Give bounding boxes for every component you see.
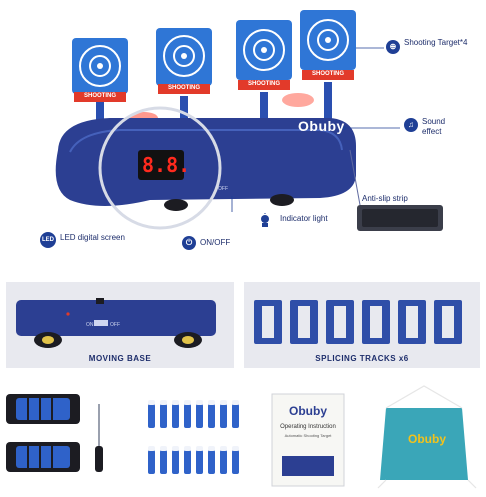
bag-brand: Obuby <box>408 432 446 446</box>
accessories: Obuby Operating Instruction Automatic Sh… <box>0 380 486 492</box>
indicator-light-icon <box>259 213 271 229</box>
target-label: SHOOTING <box>167 85 200 91</box>
target-label: SHOOTING <box>83 93 116 99</box>
manual-title: Operating Instruction <box>280 424 336 430</box>
led-display: 8.8. <box>142 153 191 177</box>
manual-brand: Obuby <box>289 404 327 418</box>
music-note-icon: ♫ <box>404 118 418 132</box>
splicing-tracks-panel: SPLICING TRACKS x6 <box>244 282 480 368</box>
callout-indicator: Indicator light <box>280 214 328 223</box>
power-icon: ⏻ <box>182 236 196 250</box>
target-illustration <box>55 10 443 231</box>
callout-anti-slip: Anti-slip strip <box>362 194 408 203</box>
tracks-illustration <box>254 300 462 344</box>
target-label: SHOOTING <box>311 71 344 77</box>
base-off-label: OFF <box>110 322 120 328</box>
callout-sound-effect: Sound effect <box>422 117 446 136</box>
led-icon: LED <box>40 232 56 248</box>
target-label: SHOOTING <box>247 81 280 87</box>
main-product: SHOOTING SHOOTING SHOOTING SHOOTING Obub… <box>40 10 468 250</box>
accessories-illustration <box>6 385 477 489</box>
caption-splicing-tracks: SPLICING TRACKS x6 <box>315 354 409 363</box>
crosshair-icon: ⊕ <box>386 40 400 54</box>
callout-onoff: ON/OFF <box>200 238 231 247</box>
manual-subtitle: Automatic Shooting Target <box>284 433 332 438</box>
callout-led: LED digital screen <box>60 233 125 242</box>
caption-moving-base: MOVING BASE <box>88 354 152 363</box>
callout-shooting-target: Shooting Target*4 <box>404 38 468 47</box>
brand-logo: Obuby <box>298 118 345 134</box>
moving-base-panel: ON OFF MOVING BASE <box>6 282 234 368</box>
off-label: OFF <box>218 186 228 192</box>
base-on-label: ON <box>86 322 94 328</box>
moving-base-illustration <box>16 298 216 348</box>
